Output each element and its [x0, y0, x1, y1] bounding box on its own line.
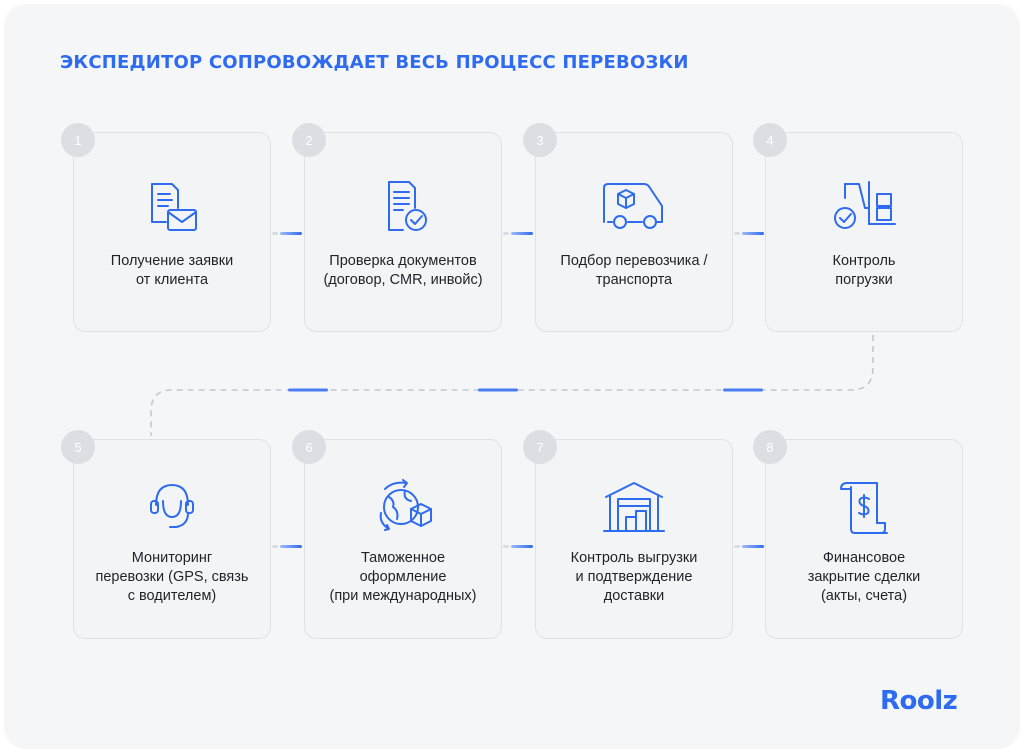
- forklift-icon: [829, 178, 901, 234]
- step-card-2: [304, 132, 502, 332]
- step-label-3: Подбор перевозчика /транспорта: [560, 253, 708, 288]
- page-title: ЭКСПЕДИТОР СОПРОВОЖДАЕТ ВЕСЬ ПРОЦЕСС ПЕР…: [60, 52, 689, 73]
- invoice-scroll-icon: [829, 479, 901, 535]
- brand-logo: Roolz: [880, 686, 958, 716]
- step-card-7: [535, 439, 733, 639]
- step-number-2: 2: [292, 123, 326, 157]
- step-number-5: 5: [61, 430, 95, 464]
- connector-7-8-dash: [734, 545, 740, 548]
- step-label-2: Проверка документов(договор, CMR, инвойс…: [323, 253, 483, 288]
- step-number-6: 6: [292, 430, 326, 464]
- headset-icon: [136, 479, 208, 535]
- step-number-4: 4: [753, 123, 787, 157]
- step-card-3: [535, 132, 733, 332]
- delivery-van-icon: [598, 178, 670, 234]
- globe-package-icon: [367, 479, 439, 535]
- step-number-3: 3: [523, 123, 557, 157]
- connector-5-6-dash: [272, 545, 278, 548]
- connector-3-4-dash: [734, 232, 740, 235]
- document-envelope-icon: [136, 178, 208, 234]
- connector-2-3: [511, 232, 533, 235]
- connector-2-3-dash: [503, 232, 509, 235]
- step-number-1: 1: [61, 123, 95, 157]
- step-card-1: [73, 132, 271, 332]
- document-check-icon: [367, 178, 439, 234]
- connector-3-4: [742, 232, 764, 235]
- step-card-6: [304, 439, 502, 639]
- connector-7-8: [742, 545, 764, 548]
- connector-1-2-dash: [272, 232, 278, 235]
- step-number-7: 7: [523, 430, 557, 464]
- warehouse-icon: [598, 479, 670, 535]
- step-number-8: 8: [753, 430, 787, 464]
- step-card-5: [73, 439, 271, 639]
- step-card-4: [765, 132, 963, 332]
- connector-1-2: [280, 232, 302, 235]
- connector-6-7-dash: [503, 545, 509, 548]
- connector-6-7: [511, 545, 533, 548]
- step-card-8: [765, 439, 963, 639]
- connector-5-6: [280, 545, 302, 548]
